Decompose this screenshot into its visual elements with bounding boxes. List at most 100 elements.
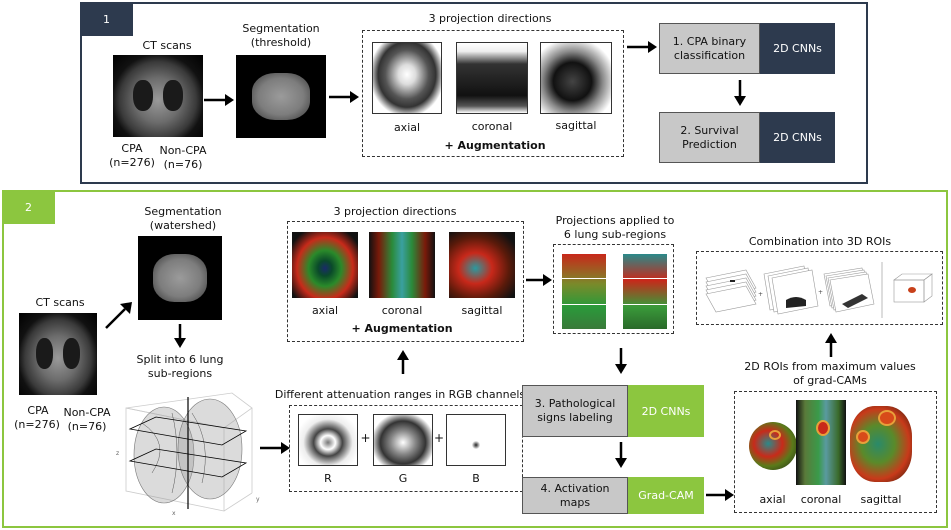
cpa-label: CPA	[121, 142, 143, 155]
ct-scan-image-2	[19, 313, 97, 395]
seg-watershed-subtitle: (watershed)	[149, 219, 217, 232]
combination-3d-title: Combination into 3D ROIs	[748, 235, 892, 248]
arrow-right-icon	[706, 488, 734, 502]
arrow-down-icon	[733, 80, 747, 106]
arrow-right-icon	[526, 273, 552, 287]
arrow-diagonal-icon	[104, 300, 134, 330]
step4-line1: 4. Activation	[540, 481, 610, 495]
arrow-down-icon	[614, 442, 628, 468]
segmentation-threshold-image	[236, 55, 326, 138]
ct-scans-title-2: CT scans	[35, 296, 85, 309]
step2-line2: Prediction	[682, 137, 737, 151]
g-label: G	[398, 472, 408, 485]
roi-subtitle: of grad-CAMs	[793, 374, 867, 387]
arrow-up-icon	[396, 350, 410, 374]
sagittal-rgb-projection	[449, 232, 515, 298]
subregions-subtitle: 6 lung sub-regions	[563, 228, 667, 241]
arrow-down-icon	[614, 348, 628, 374]
noncpa-label-2: Non-CPA	[63, 406, 111, 419]
projection-box	[362, 30, 624, 157]
svg-text:+: +	[818, 289, 823, 296]
lung-point-cloud-3d: z x y	[112, 383, 262, 522]
projection-box-2	[287, 221, 524, 342]
arrow-right-icon	[329, 90, 359, 104]
plus-sign: +	[433, 431, 445, 445]
subregions-title: Projections applied to	[555, 214, 675, 227]
cnn-box-3: 2D CNNs	[628, 385, 704, 437]
axial-label-2: axial	[311, 304, 339, 317]
activation-maps-box: 4. Activation maps	[522, 477, 628, 514]
split-subtitle: sub-regions	[147, 367, 213, 380]
gradcam-roi-box	[734, 391, 937, 513]
ct-scans-title: CT scans	[142, 39, 192, 52]
axial-roi-label: axial	[759, 493, 786, 506]
axial-rgb-projection	[292, 232, 358, 298]
gradcam-box: Grad-CAM	[628, 477, 704, 514]
step4-line2: maps	[559, 495, 591, 509]
panel-2	[2, 190, 948, 528]
step1-line2: classification	[673, 48, 746, 62]
cpa-classification-box: 1. CPA binary classification	[659, 23, 760, 74]
cnn-box-2: 2D CNNs	[760, 112, 835, 163]
r-channel-image	[298, 414, 358, 466]
step2-line1: 2. Survival	[680, 123, 739, 137]
arrow-right-icon	[260, 441, 290, 455]
roi-title: 2D ROIs from maximum values	[744, 360, 916, 373]
sagittal-projection-image	[540, 42, 612, 114]
rgb-channels-title: Different attenuation ranges in RGB chan…	[274, 388, 526, 401]
panel-1-number: 1	[80, 2, 133, 36]
cpa-count: (n=276)	[109, 156, 155, 169]
seg-watershed-title: Segmentation	[144, 205, 222, 218]
step3-line1: 3. Pathological	[534, 397, 616, 410]
plus-sign: +	[360, 431, 371, 445]
arrow-right-icon	[204, 93, 234, 107]
sagittal-label: sagittal	[555, 119, 597, 132]
axial-projection-image	[372, 42, 442, 114]
augmentation-label-2: + Augmentation	[351, 322, 453, 335]
sagittal-gradcam-image	[848, 400, 914, 485]
coronal-gradcam-image	[796, 400, 846, 485]
survival-prediction-box: 2. Survival Prediction	[659, 112, 760, 163]
combination-3d-box	[696, 251, 943, 325]
panel-2-number: 2	[2, 190, 55, 224]
b-label: B	[472, 472, 480, 485]
cnn-box-1: 2D CNNs	[760, 23, 835, 74]
cpa-count-2: (n=276)	[14, 418, 60, 431]
noncpa-label: Non-CPA	[159, 144, 207, 157]
stacked-slices-figure: + +	[702, 258, 938, 324]
g-channel-image	[373, 414, 433, 466]
augmentation-label: + Augmentation	[444, 139, 546, 152]
subregion-projection-left	[562, 254, 606, 329]
split-title: Split into 6 lung	[136, 353, 224, 366]
svg-text:x: x	[172, 510, 176, 517]
noncpa-count-2: (n=76)	[67, 420, 107, 433]
sagittal-label-2: sagittal	[461, 304, 503, 317]
projection-directions-title-2: 3 projection directions	[333, 205, 457, 218]
panel-1	[80, 2, 868, 184]
coronal-label-2: coronal	[381, 304, 423, 317]
seg-threshold-title: Segmentation	[242, 22, 320, 35]
arrow-up-icon	[824, 333, 838, 357]
subregion-projection-right	[623, 254, 667, 329]
cpa-label-2: CPA	[27, 404, 49, 417]
r-label: R	[324, 472, 332, 485]
projection-directions-title: 3 projection directions	[428, 12, 552, 25]
svg-text:+: +	[758, 291, 763, 298]
ct-scan-image	[113, 55, 203, 137]
axial-gradcam-image	[745, 400, 800, 485]
step1-line1: 1. CPA binary	[672, 34, 747, 48]
coronal-projection-image	[456, 42, 528, 114]
coronal-rgb-projection	[369, 232, 435, 298]
subregions-box	[553, 244, 674, 334]
svg-text:z: z	[116, 450, 119, 457]
arrow-down-icon	[173, 324, 187, 348]
seg-threshold-subtitle: (threshold)	[250, 36, 312, 49]
sagittal-roi-label: sagittal	[860, 493, 902, 506]
pathological-labeling-box: 3. Pathological signs labeling	[522, 385, 628, 437]
step3-line2: signs labeling	[537, 411, 613, 424]
b-channel-image	[446, 414, 506, 466]
coronal-roi-label: coronal	[800, 493, 842, 506]
rgb-channels-box	[289, 405, 523, 492]
axial-label: axial	[393, 121, 421, 134]
noncpa-count: (n=76)	[163, 158, 203, 171]
